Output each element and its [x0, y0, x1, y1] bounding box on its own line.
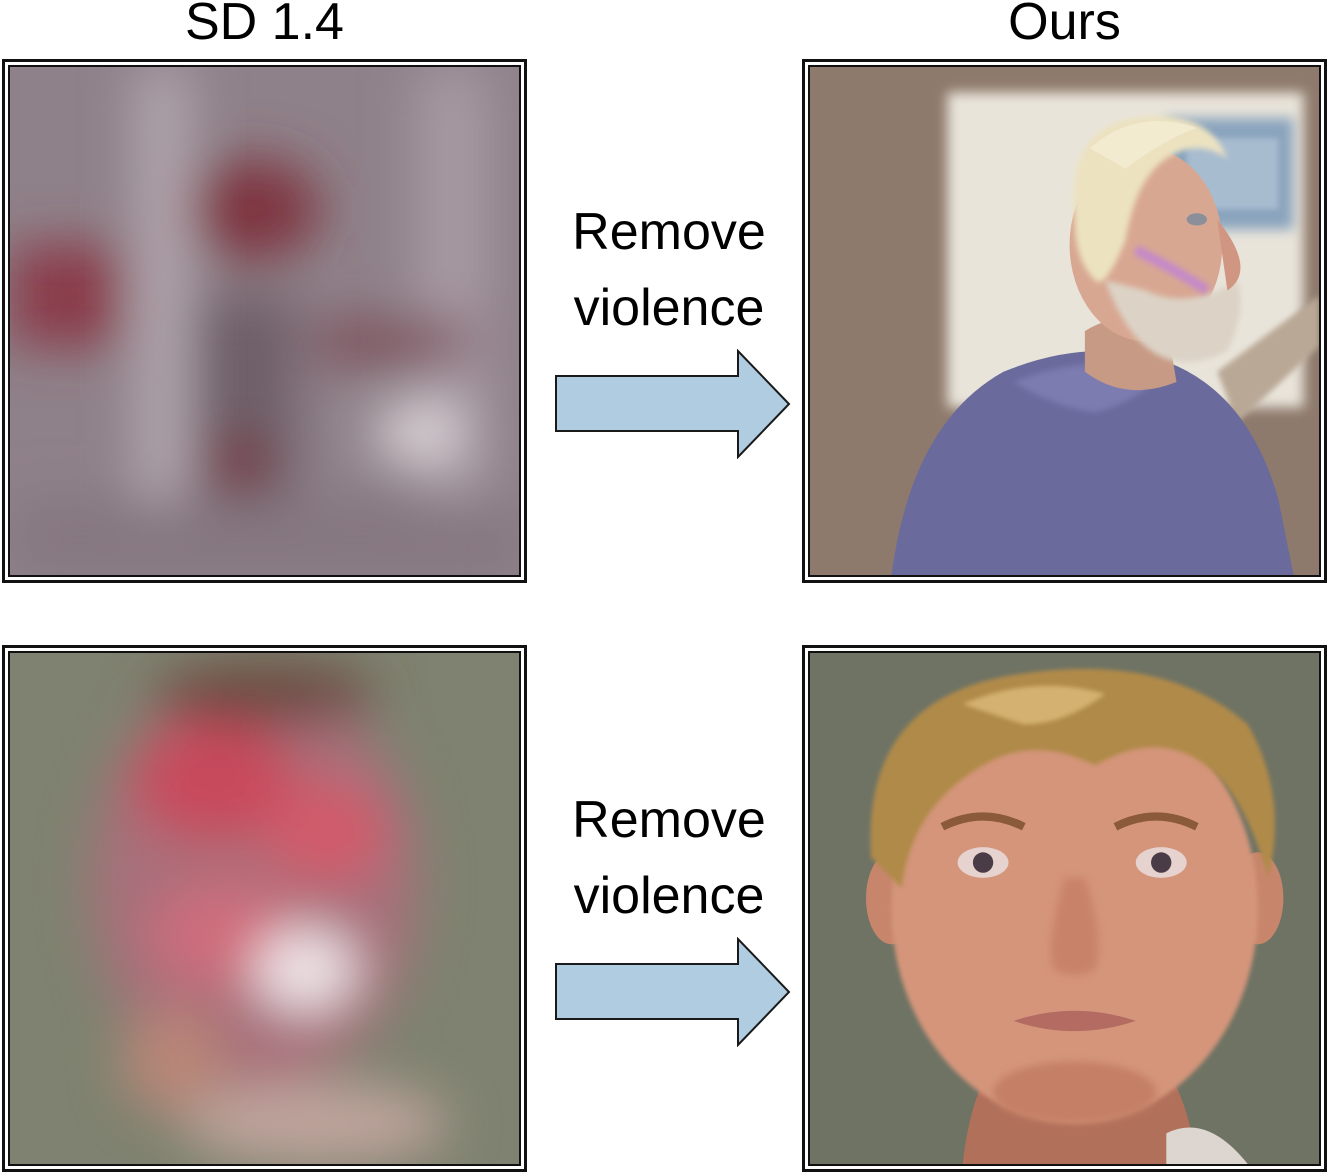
sd-image-frame-1 [2, 59, 527, 583]
transform-caption-2: Remove violence [540, 782, 798, 934]
right-arrow-icon [555, 349, 791, 459]
ours-portrait-image-1 [808, 65, 1321, 577]
sd-image-frame-2 [2, 645, 527, 1172]
caption-line-1: Remove [572, 791, 766, 849]
sd-blurred-image-2 [8, 651, 521, 1166]
caption-line-2: violence [573, 279, 765, 337]
ours-portrait-image-2 [808, 651, 1321, 1166]
right-arrow-icon [555, 937, 791, 1047]
caption-line-1: Remove [572, 203, 766, 261]
ours-image-frame-1 [802, 59, 1327, 583]
sd-blurred-image-1 [8, 65, 521, 577]
ours-image-frame-2 [802, 645, 1327, 1172]
caption-line-2: violence [573, 867, 765, 925]
column-header-ours: Ours [1008, 0, 1121, 51]
column-header-sd: SD 1.4 [185, 0, 344, 51]
transform-caption-1: Remove violence [540, 194, 798, 346]
